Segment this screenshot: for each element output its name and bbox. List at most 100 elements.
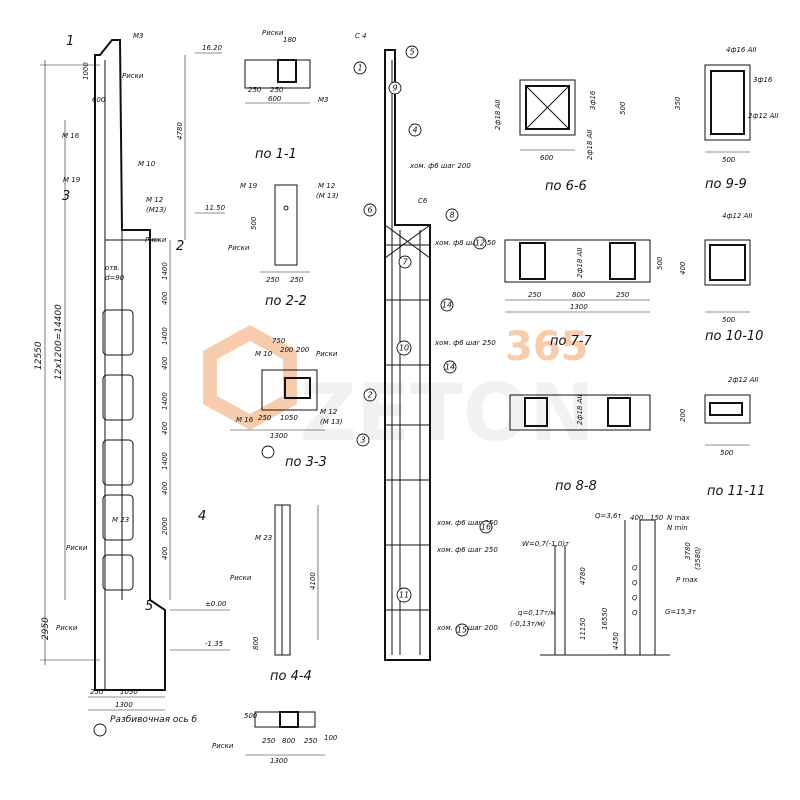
svg-text:9: 9 [392, 84, 397, 93]
load-dim-150: 150 [650, 514, 664, 522]
section-mark-4: 4 [198, 509, 206, 524]
s99-note-1: 4ф16 АII [726, 46, 757, 54]
label-hole-d: d=90 [105, 274, 125, 282]
load-q-dist: q=0,17т/м [518, 609, 556, 617]
load-q-dist2: (-0,13т/м) [510, 620, 546, 628]
dim-panel-9: 2000 [161, 517, 169, 535]
section-bottom-plan: 1300 800 500 250 250 100 Риски [212, 711, 338, 765]
s99-dim-350: 350 [674, 96, 682, 110]
level-bottom: -1.35 [205, 640, 224, 648]
s33-label-m12: М 12 [320, 408, 338, 416]
rebar-number-bubble: 4 [408, 123, 422, 137]
section-mark-1: 1 [66, 34, 74, 49]
rebar-number-bubble: 2 [363, 388, 377, 402]
svg-text:5: 5 [409, 48, 414, 57]
svg-text:2: 2 [367, 391, 372, 400]
label-m13: (М13) [146, 206, 167, 214]
s88-caption: по 8-8 [555, 479, 597, 494]
s22-dim-500: 500 [250, 216, 258, 230]
rebar-number-bubble: 1 [353, 61, 367, 75]
load-dim-11150: 11150 [579, 617, 587, 640]
watermark-number: 365 [505, 324, 589, 370]
s99-caption: по 9-9 [705, 177, 747, 192]
rebar-column: С 4 С6 хом. ф6 шаг 200 хом. ф8 шаг 150 х… [353, 32, 498, 661]
s77-dim-500: 500 [656, 256, 664, 270]
axis-label: Разбивочная ось б [110, 715, 198, 725]
s33-dim-250: 250 [258, 414, 272, 422]
rebar-number-bubble: 9 [388, 81, 402, 95]
svg-text:16: 16 [481, 523, 491, 532]
s11-label-riski: Риски [262, 29, 284, 37]
rebar-number-bubble: 7 [398, 255, 412, 269]
s88-note: 2ф18 АII [576, 395, 584, 426]
s22-dim-250b: 250 [290, 276, 304, 284]
load-n-min: N min [667, 524, 688, 532]
dim-panel-1: 1400 [161, 262, 169, 280]
load-dim-400: 400 [630, 514, 644, 522]
load-q1: Q [632, 564, 638, 572]
sbot-dim-800: 800 [282, 737, 296, 745]
rebar-number-bubble: 16 [479, 520, 493, 534]
rebar-number-bubble: 12 [473, 236, 487, 250]
s33-label-m10: М 10 [255, 350, 273, 358]
svg-text:7: 7 [402, 258, 408, 267]
load-w: W=0,7(-1,0)т [522, 540, 570, 548]
label-riski-bottom: Риски [56, 624, 78, 632]
rebar-number-bubble: 8 [445, 208, 459, 222]
s22-label-m12: М 12 [318, 182, 336, 190]
section-mark-2: 2 [176, 239, 184, 254]
s77-caption: по 7-7 [550, 334, 593, 349]
s33-label-riski: Риски [316, 350, 338, 358]
label-m3-top: М3 [133, 32, 144, 40]
dim-bottom-1050: 1050 [120, 688, 138, 696]
s11-dim-600: 600 [268, 95, 282, 103]
section-2-2: 250 250 500 М 19 М 12 (М 13) Риски по 2-… [228, 182, 339, 309]
s33-dim-1300: 1300 [270, 432, 288, 440]
rebar-note-4: хом. ф6 шаг 250 [436, 519, 498, 527]
load-q-top: Q=3,6т [595, 512, 623, 520]
load-q4: Q [632, 609, 638, 617]
s77-dim-800: 800 [572, 291, 586, 299]
svg-text:10: 10 [399, 344, 409, 353]
dim-total-height: 12550 [34, 341, 44, 370]
svg-text:11: 11 [399, 591, 409, 600]
sbot-dim-500: 500 [244, 712, 258, 720]
s1111-dim-500: 500 [720, 449, 734, 457]
label-m10: М 10 [138, 160, 156, 168]
rebar-number-bubble: 3 [356, 433, 370, 447]
load-q3: Q [632, 594, 638, 602]
s11-caption: по 1-1 [255, 147, 297, 162]
dim-panel-5: 1400 [161, 392, 169, 410]
label-riski-low: Риски [66, 544, 88, 552]
svg-text:3: 3 [360, 436, 365, 445]
load-schematic: Q=3,6т W=0,7(-1,0)т q=0,17т/м (-0,13т/м)… [510, 512, 702, 656]
label-riski-top: Риски [122, 72, 144, 80]
s33-label-m13: (М 13) [320, 418, 343, 426]
level-mid: 11.50 [205, 204, 226, 212]
s66-note-3: 2ф18 АII [586, 130, 594, 161]
svg-text:1: 1 [357, 64, 362, 73]
rebar-mark-c6: С6 [418, 197, 428, 205]
rebar-number-bubble: 15 [455, 623, 469, 637]
dim-panel-4: 400 [161, 356, 169, 370]
load-p-max: P max [676, 576, 699, 584]
rebar-number-bubble: 14 [440, 298, 454, 312]
section-mark-5: 5 [145, 599, 153, 614]
sbot-dim-250a: 250 [262, 737, 276, 745]
s33-dim-1050: 1050 [280, 414, 298, 422]
cross-section-10-10: 500 400 4ф12 АII по 10-10 [679, 212, 763, 344]
s66-note-1: 2ф18 АII [494, 100, 502, 131]
s1111-caption: по 11-11 [707, 484, 765, 499]
label-m23: М 23 [112, 516, 129, 524]
dim-bottom-1300: 1300 [115, 701, 133, 709]
dim-panel-6: 400 [161, 421, 169, 435]
rebar-number-bubble: 11 [396, 587, 412, 603]
s22-caption: по 2-2 [265, 294, 307, 309]
section-3-3: 1300 1050 250 750 200 200 М 10 Риски М 1… [230, 337, 343, 470]
s22-label-riski: Риски [228, 244, 250, 252]
s1111-note: 2ф12 АII [728, 376, 759, 384]
s77-dim-250b: 250 [616, 291, 630, 299]
load-g: G=15,3т [665, 608, 697, 616]
s77-note: 2ф18 АII [576, 248, 584, 279]
